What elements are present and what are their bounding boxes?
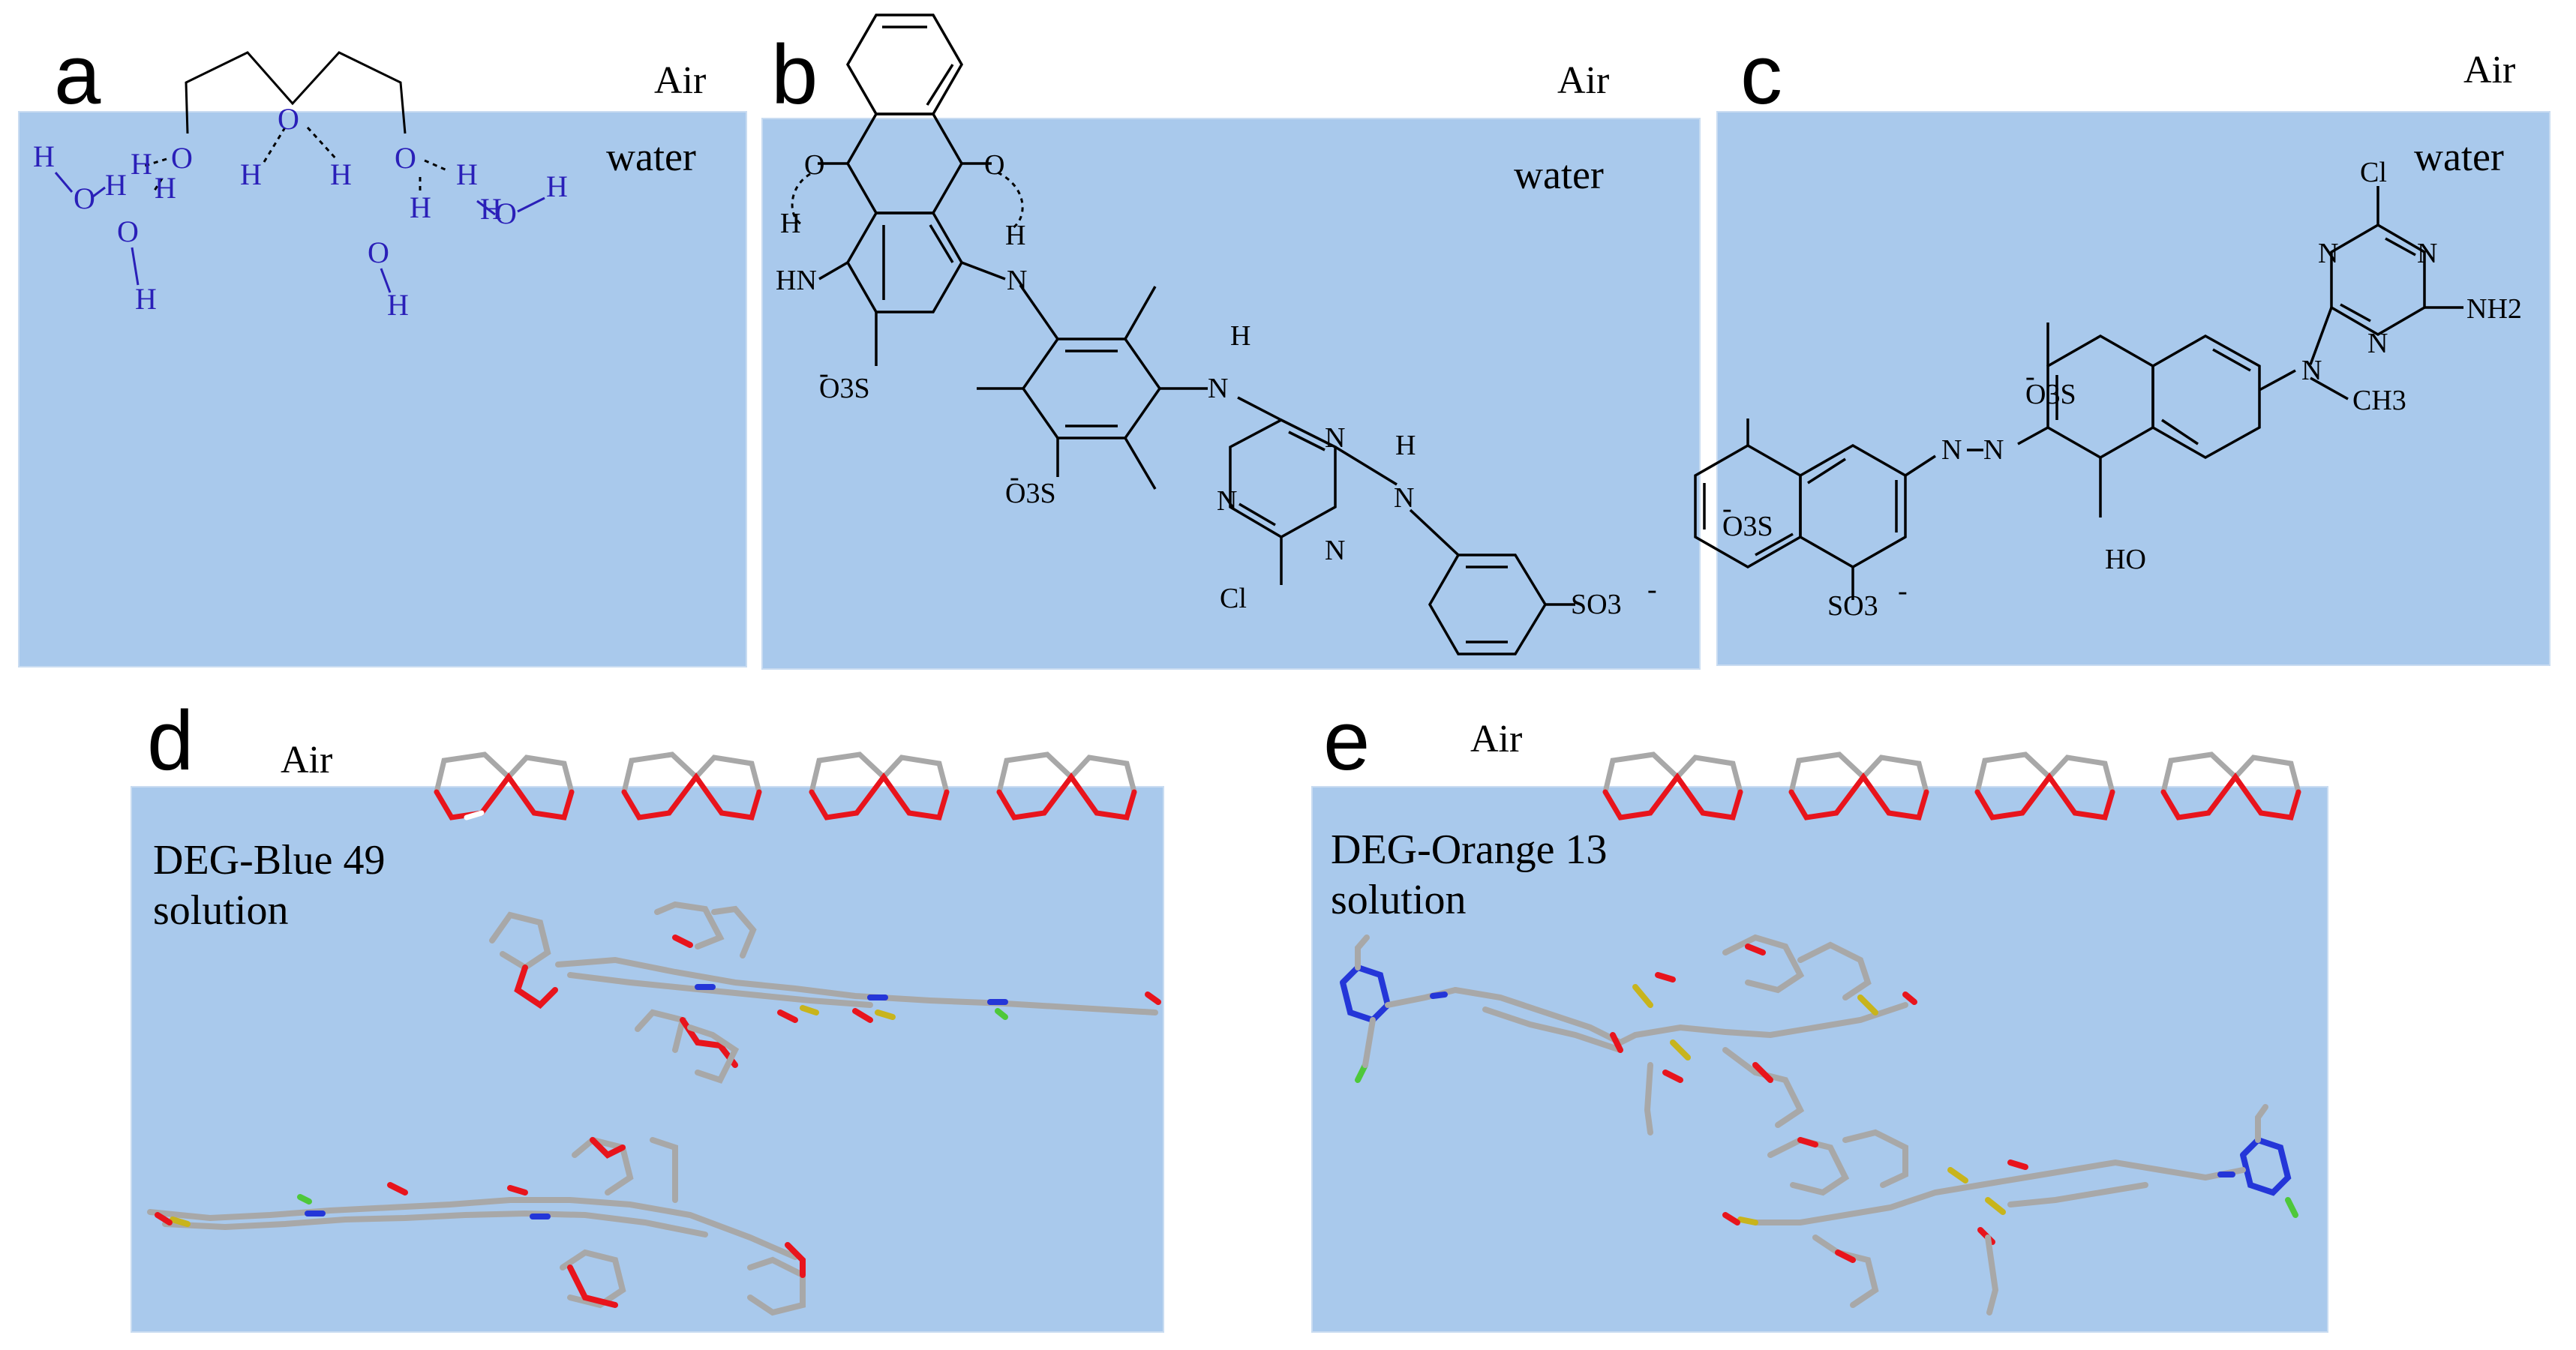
- svg-text:O: O: [984, 149, 1004, 181]
- air-label-d: Air: [281, 739, 333, 782]
- svg-text:N: N: [2367, 328, 2388, 359]
- panel-d-solution: [131, 786, 1164, 1333]
- svg-text:-: -: [2025, 361, 2035, 392]
- svg-text:N: N: [2417, 238, 2437, 269]
- svg-text:N: N: [1007, 265, 1027, 296]
- svg-text:H: H: [780, 208, 800, 239]
- svg-text:H: H: [1395, 430, 1416, 461]
- svg-text:H: H: [155, 171, 176, 205]
- svg-text:H: H: [330, 158, 352, 191]
- surface-deg-molecules-d: [434, 752, 1137, 820]
- svg-text:SO3: SO3: [1571, 589, 1622, 620]
- panel-b-water: [761, 118, 1701, 670]
- svg-text:-: -: [1898, 575, 1908, 607]
- air-label-a: Air: [654, 59, 707, 102]
- svg-text:O: O: [117, 214, 139, 248]
- svg-text:H: H: [410, 190, 431, 224]
- svg-text:HO: HO: [2105, 544, 2146, 575]
- svg-text:H: H: [135, 282, 157, 316]
- svg-text:O: O: [368, 236, 389, 269]
- panel-c-atom-labels: Cl N N N NH2 N CH3 O3S - N N HO O3S - SO…: [1722, 157, 2522, 622]
- svg-text:CH3: CH3: [2352, 385, 2406, 416]
- svg-text:H: H: [546, 170, 568, 203]
- panel-a-water: [18, 111, 747, 668]
- orange13-dye-lower: [1722, 1104, 2298, 1316]
- panel-label-a: a: [54, 28, 101, 122]
- svg-text:Cl: Cl: [1220, 583, 1247, 614]
- blue49-dye-upper: [489, 901, 1161, 1084]
- svg-text:H: H: [387, 288, 409, 322]
- deg-oxygen-center: O: [278, 102, 299, 136]
- svg-text:N: N: [2318, 238, 2338, 269]
- svg-text:Cl: Cl: [2360, 157, 2387, 188]
- svg-text:H: H: [456, 158, 478, 191]
- orange13-dye-upper: [1340, 934, 1917, 1136]
- deg-oxygen-right: O: [395, 141, 416, 175]
- panel-b-atom-labels: O O H HN H N O3S - O3S - N H N N N Cl N …: [776, 149, 1657, 620]
- blue49-dye-lower: [147, 1136, 806, 1316]
- svg-text:H: H: [105, 168, 127, 202]
- svg-text:-: -: [1722, 493, 1732, 524]
- water-label-c: water: [2414, 134, 2504, 179]
- svg-text:O: O: [495, 196, 517, 230]
- solution-label-e: DEG-Orange 13 solution: [1331, 826, 1608, 924]
- svg-text:-: -: [819, 358, 829, 389]
- svg-text:O3S: O3S: [1005, 478, 1056, 509]
- surface-deg-molecules-e: [1602, 752, 2301, 820]
- svg-text:N: N: [1941, 434, 1962, 466]
- svg-text:N: N: [1325, 422, 1345, 454]
- panel-label-d: d: [147, 694, 194, 788]
- deg-oxygen-left: O: [171, 141, 193, 175]
- svg-text:H: H: [33, 140, 55, 173]
- panel-label-b: b: [771, 28, 818, 122]
- svg-text:H: H: [480, 192, 502, 226]
- svg-text:N: N: [1325, 535, 1345, 566]
- svg-text:H: H: [240, 158, 262, 191]
- air-label-b: Air: [1557, 59, 1610, 102]
- panel-a-atom-labels: O O O H H H H H H H O H O H O H H O H: [33, 102, 568, 322]
- air-label-c: Air: [2463, 49, 2516, 92]
- svg-text:O3S: O3S: [819, 373, 870, 404]
- svg-text:N: N: [2301, 355, 2322, 386]
- svg-text:N: N: [1217, 485, 1237, 517]
- svg-text:-: -: [1010, 461, 1019, 493]
- svg-text:H: H: [1230, 320, 1250, 352]
- svg-text:N: N: [1394, 482, 1414, 514]
- air-label-e: Air: [1470, 718, 1523, 760]
- svg-text:N: N: [1983, 434, 2004, 466]
- svg-text:O: O: [74, 182, 95, 215]
- svg-text:SO3: SO3: [1827, 590, 1878, 622]
- solution-label-d: DEG-Blue 49 solution: [153, 837, 386, 934]
- svg-text:N: N: [1208, 373, 1228, 404]
- svg-text:NH2: NH2: [2466, 293, 2522, 325]
- water-label-a: water: [606, 134, 696, 179]
- panel-label-e: e: [1323, 694, 1371, 788]
- svg-text:O3S: O3S: [1722, 511, 1773, 542]
- panel-c-water: [1716, 111, 2550, 666]
- svg-text:O3S: O3S: [2025, 379, 2076, 410]
- panel-label-c: c: [1740, 28, 1782, 122]
- svg-text:H: H: [131, 147, 152, 181]
- water-label-b: water: [1514, 152, 1604, 197]
- svg-text:O: O: [804, 149, 824, 181]
- svg-text:-: -: [1647, 574, 1657, 605]
- svg-text:H: H: [1005, 220, 1025, 251]
- svg-text:HN: HN: [776, 265, 817, 296]
